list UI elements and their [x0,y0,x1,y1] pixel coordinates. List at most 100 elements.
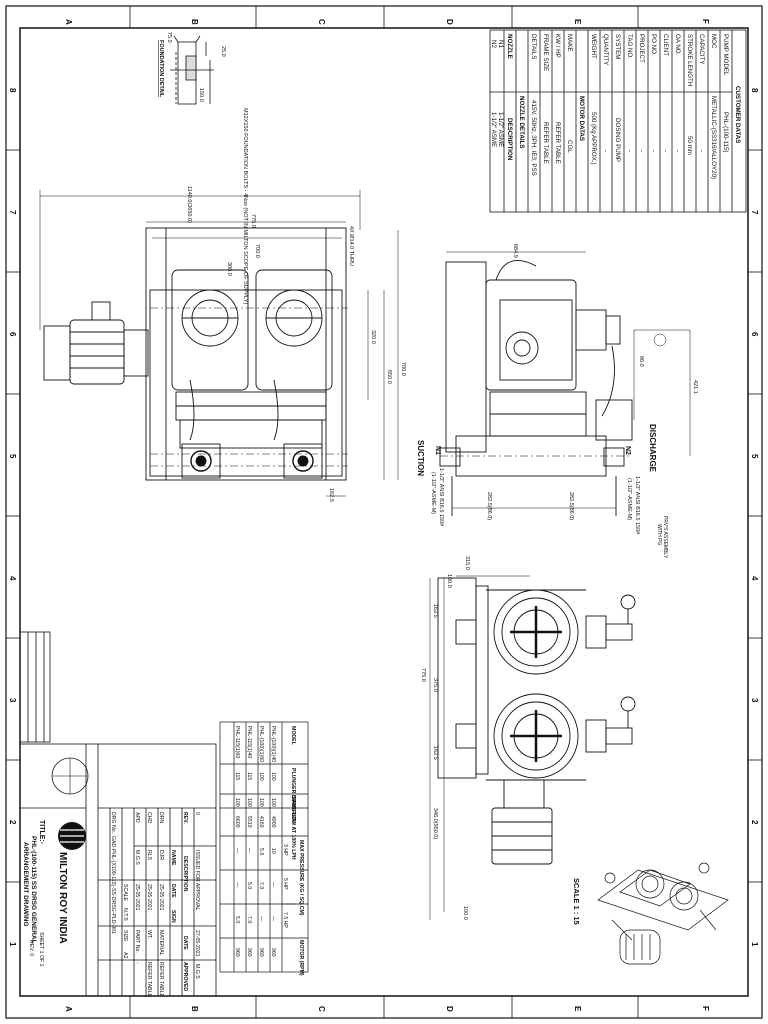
dim-1140: 1140.0(2650.0) [186,186,192,223]
title-line-1: PHL-(100-115) SS DRSG GENERAL [30,836,37,944]
nozzle-details-heading: NOZZLE DETAILS [518,96,525,148]
table-cell: 960 [234,948,240,957]
model-table [219,721,309,973]
zone-letter: B [190,1006,199,1012]
drawn-date: 25-05-2021 [158,884,164,911]
cell-value: PHL-(100-115) [722,112,729,152]
cell-label: PUMP MODEL [722,34,729,76]
cell-value: - [662,150,669,152]
cell-value: METALLIC-(SS316/ALLOY20) [710,96,717,179]
cell-value: - [602,150,609,152]
customer-data-heading: CUSTOMER DATAS [734,86,741,143]
checked-name: RLS [146,850,152,861]
table-cell: 960 [246,948,252,957]
cell-value: REFER TABLE [554,122,561,164]
rev-value: 0 [194,812,200,815]
dim-346: 346.0(950.0) [432,808,438,839]
cell-label: MOC [710,34,717,49]
table-cell: — [234,848,240,854]
dim-700-side: 700.0 [254,244,260,258]
cell-label: PROJECT [638,34,645,63]
drawing-number-label: DRG No. [110,812,116,833]
model-table-text: MODEL PLUNGER DIAMETER SPM FLOW AT 100% … [234,726,304,976]
name-header: NAME [170,850,176,866]
table-cell: 5.0 [246,882,252,889]
zone-number: 6 [750,332,759,337]
zone-letter: A [64,19,73,25]
table-cell: 100 [270,798,276,807]
sign-header: SIGN [170,910,176,923]
spm-header: SPM [290,796,296,807]
size-value: A2 [122,952,128,958]
zone-letter: C [317,1006,326,1012]
n1-label: N1 [434,446,441,455]
zone-letter: C [317,19,326,25]
milton-roy-logo [51,757,89,850]
drawn-label: DRN [158,812,164,823]
cell-value: 415V, 50Hz, 3PH, IE3, PSS [530,100,537,176]
checked-label: CHD [146,812,152,823]
cell-value: DOSING PUMP [614,118,621,162]
date-col-header: DATE [170,884,176,898]
zone-letter: A [64,1006,73,1012]
dim-375: 375.0 [432,678,438,692]
nozzle-n2-desc: 1-1/2" ASME [490,112,497,147]
table-cell: PHL-115(1)40 [246,726,252,758]
material-value: REFER TABLE [158,962,164,998]
flow-header: FLOW AT 100% LPH [290,810,296,860]
revision-number: REV. 0 [28,940,34,956]
discharge-flange-sub: (1-1/2"-ASME-M) [626,478,632,520]
table-cell: — [258,916,264,922]
checked-date: 25-05-2021 [146,884,152,911]
cell-value: - [638,150,645,152]
scale-label: SCALE [122,884,128,902]
prv-note-2: WITH PG [656,524,662,545]
scale-value: N.T.S [122,908,128,921]
table-cell: 100 [270,772,276,781]
cell-label: FRAME SIZE [542,34,549,71]
cell-label: OA NO. [674,34,681,56]
drawn-name: DJR [158,850,164,860]
cell-label: DETAILS [530,34,537,59]
hole-note: 4X Ø14.0 THRU [348,226,354,266]
dim-150: 150.0 [198,88,204,102]
zone-number: 3 [8,698,17,703]
dim-320: 320.0 [370,330,376,344]
dim-86: 86.0 [638,356,644,367]
zone-number: 8 [750,88,759,93]
rev-description: ISSUED FOR APPROVAL [194,850,200,911]
foundation-detail-title: FOUNDATION DETAIL [158,40,164,98]
zone-letter: B [190,19,199,25]
isometric-view [597,862,729,965]
table-cell: 100 [258,798,264,807]
table-cell: 100 [258,772,264,781]
pump-plan-view [437,577,636,865]
dim-100: 100.0 [462,906,468,920]
table-cell: 7.0 [258,882,264,889]
cell-value: REFER TABLE [542,122,549,164]
side-view-dim-text: 1140.0(2650.0) 775.0 700.0 300.0 320.0 6… [186,186,406,502]
suction-flange-sub: (1-1/2"-ASME-M) [430,472,436,514]
cell-value: CGL [566,140,573,153]
cell-value: 500 (Kg APPROX.) [590,112,597,165]
dim-162-plan-b: 162.5 [432,746,438,760]
table-cell: — [270,882,276,888]
title-line-2: ARRANGEMENT DRAWING [22,842,29,927]
drawing-number-value: GAD-PHL-(X100-115)-SS-DRSG-PLD-001 [110,836,116,934]
table-cell: — [270,916,276,922]
dim-650: 650.0 [386,370,392,384]
dim-162-plan-a: 162.5 [432,604,438,618]
table-cell: 4160 [258,816,264,828]
table-cell: PHL-(100)(1)60 [258,726,264,762]
cell-label: SYSTEM [614,34,621,59]
discharge-label: DISCHARGE [648,424,657,473]
cell-value: - [674,150,681,152]
customer-data-text: CUSTOMER DATAS PUMP MODEL PHL-(100-115) … [490,34,741,179]
dim-282-discharge: 282.5(86.0) [568,492,574,520]
dim-775-plan: 775.0 [420,668,426,682]
nozzle-n1-desc: 1-1/2" ASME [497,112,504,147]
cell-label: PO NO. [650,34,657,56]
cell-label: WEIGHT [590,34,597,59]
title-block-text: MILTON ROY INDIA TITLE:- PHL-(100-115) S… [22,812,200,998]
plan-view-text: 315.0 180.0 162.5 375.0 775.0 162.5 346.… [420,556,581,925]
